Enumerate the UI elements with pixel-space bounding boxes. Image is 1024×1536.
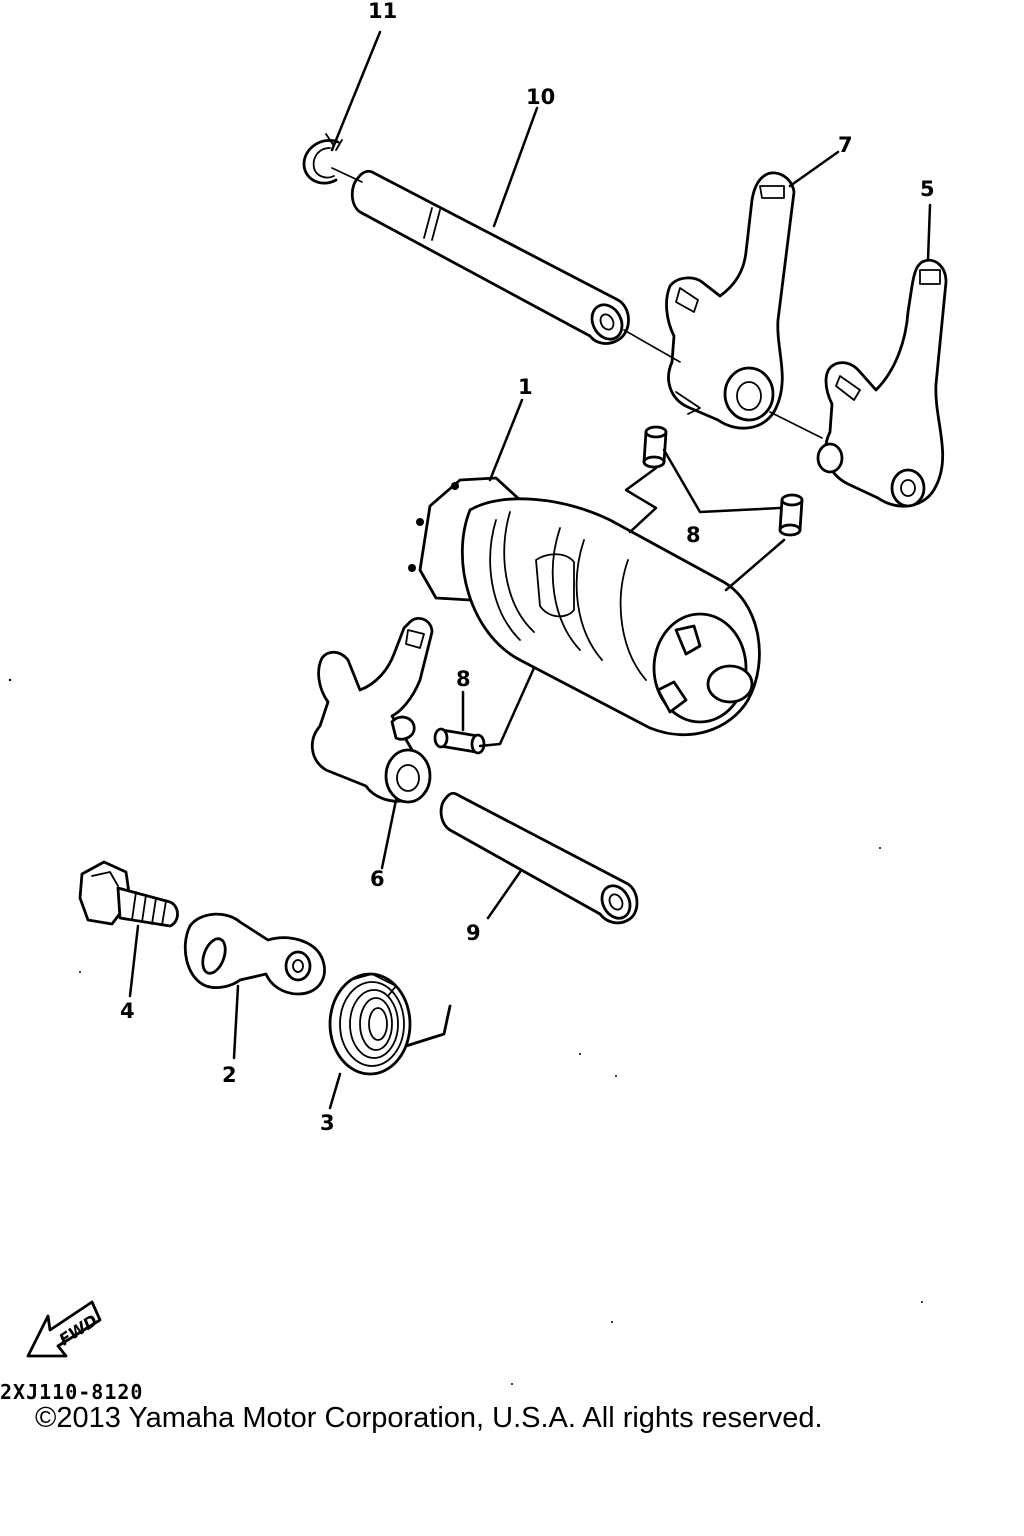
- leader-lines: [128, 30, 932, 1110]
- leader-10: [492, 106, 539, 228]
- part-5-shift-fork: [816, 258, 948, 508]
- part-7-shift-fork: [665, 171, 796, 430]
- callout-6: 6: [370, 867, 385, 891]
- leader-2: [232, 984, 240, 1060]
- callout-1: 1: [518, 375, 533, 399]
- leader-11: [330, 30, 382, 152]
- callout-4: 4: [120, 999, 135, 1023]
- leader-8a: [624, 466, 658, 534]
- part-2-stopper-lever: [183, 912, 326, 996]
- part-8-pin-upper-right: [778, 493, 804, 537]
- part-3-torsion-spring: [328, 972, 452, 1076]
- shaft-axis-upper: [623, 329, 823, 439]
- callout-2: 2: [222, 1063, 237, 1087]
- diagram-code: 2XJ110-8120: [0, 1380, 144, 1404]
- copyright-text: ©2013 Yamaha Motor Corporation, U.S.A. A…: [35, 1402, 823, 1434]
- callout-11: 11: [368, 0, 397, 23]
- part-11-circlip: [302, 133, 343, 185]
- part-9-guide-bar: [439, 791, 639, 925]
- callout-9: 9: [466, 921, 481, 945]
- callout-10: 10: [526, 85, 555, 109]
- fwd-arrow-icon: FWD: [26, 1300, 102, 1358]
- callout-8-upper: 8: [686, 523, 701, 547]
- part-10-guide-bar: [350, 169, 630, 345]
- leader-6: [380, 798, 398, 870]
- leader-9: [486, 870, 522, 920]
- leader-5: [926, 203, 932, 262]
- leader-3: [328, 1072, 342, 1110]
- leader-4: [128, 924, 140, 998]
- scan-specks: [8, 678, 923, 1385]
- callout-5: 5: [920, 177, 935, 201]
- part-1-shift-drum: [408, 476, 761, 737]
- part-4-bolt: [78, 860, 179, 928]
- leader-8b: [662, 448, 782, 514]
- callout-7: 7: [838, 133, 853, 157]
- callout-3: 3: [320, 1111, 335, 1135]
- leader-1: [488, 398, 524, 482]
- part-6-shift-fork: [311, 617, 434, 804]
- callout-8-lower: 8: [456, 667, 471, 691]
- leader-8c: [724, 538, 786, 592]
- shaft-axis-left: [331, 167, 363, 183]
- callouts: 11 10 7 5 1 8 8 6 9 4 2 3: [120, 0, 935, 1135]
- leader-8-lower-b: [478, 666, 536, 748]
- part-8-pin-lower: [433, 727, 486, 755]
- part-8-pin-upper-left: [642, 425, 668, 469]
- leader-7: [788, 150, 840, 188]
